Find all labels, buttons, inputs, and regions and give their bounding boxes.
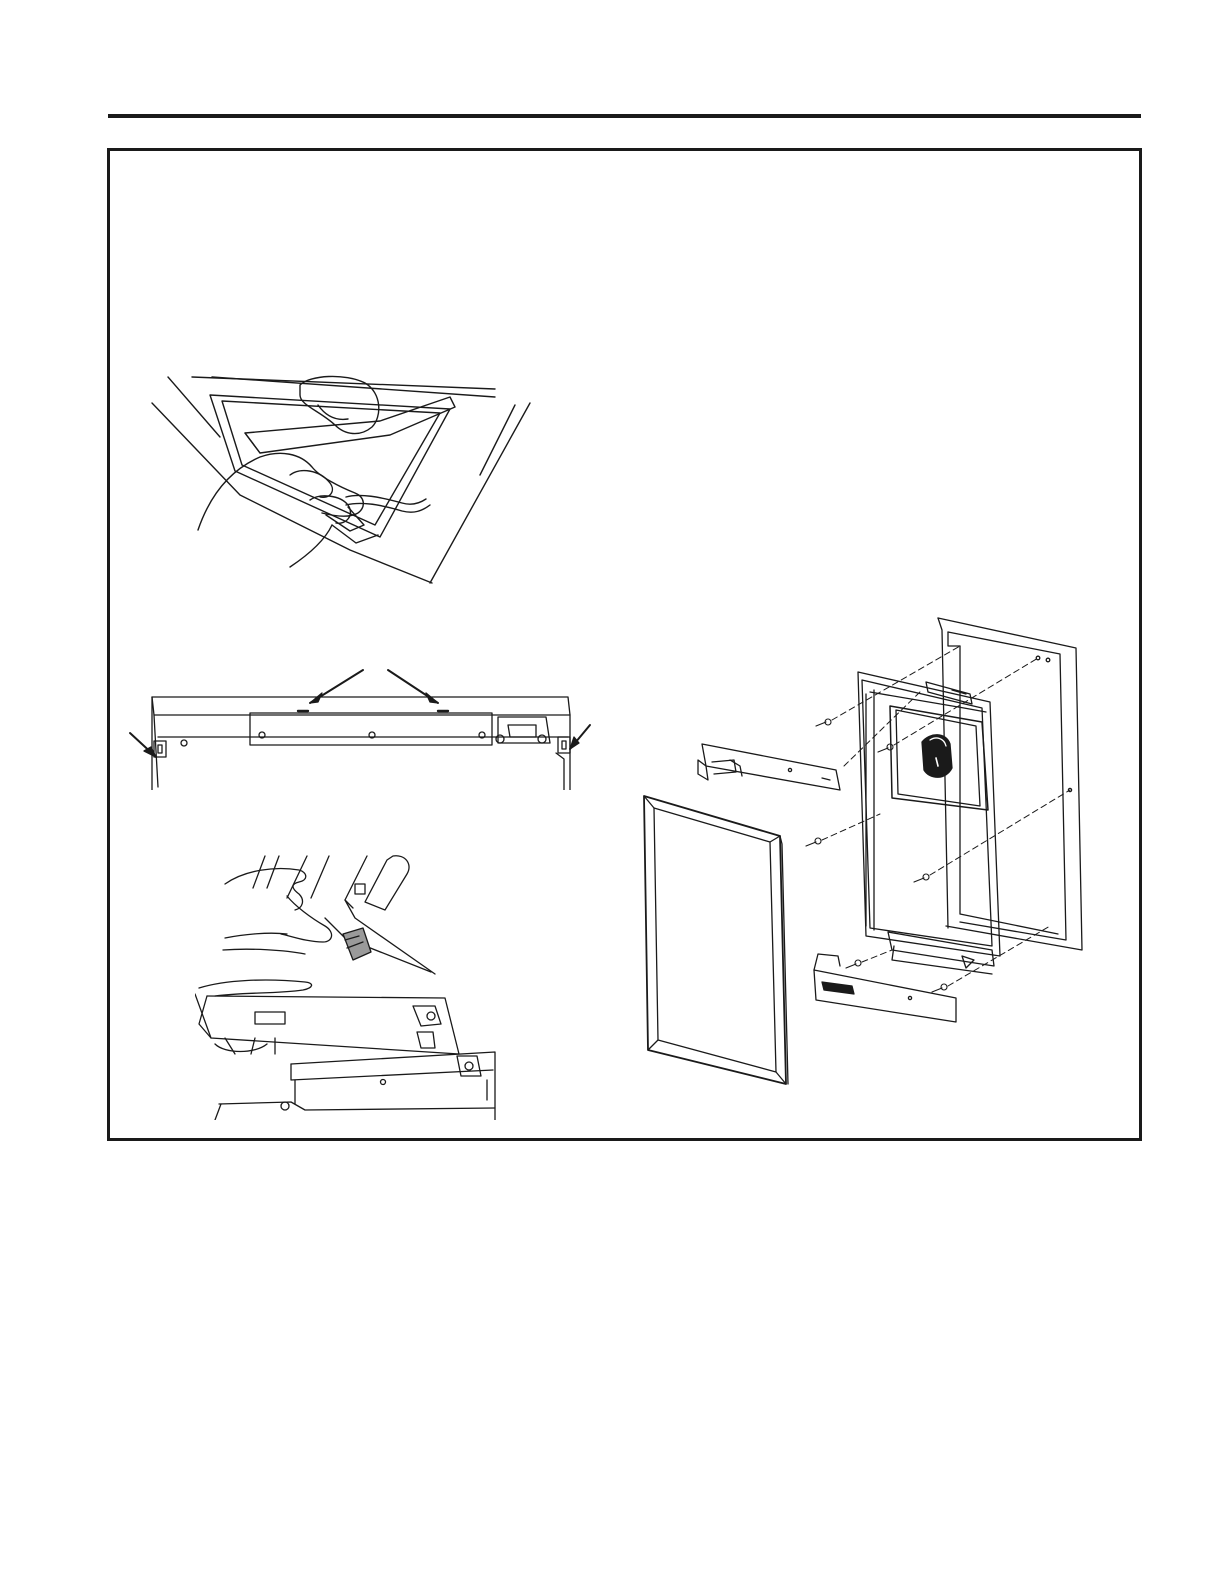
- hinge-removal-illustration: [195, 848, 510, 1120]
- gasket-removal-illustration: [150, 375, 535, 585]
- door-top-hinge-cap-illustration: [118, 655, 603, 790]
- header-rule: [108, 114, 1141, 118]
- door-exploded-view-illustration: [630, 610, 1100, 1100]
